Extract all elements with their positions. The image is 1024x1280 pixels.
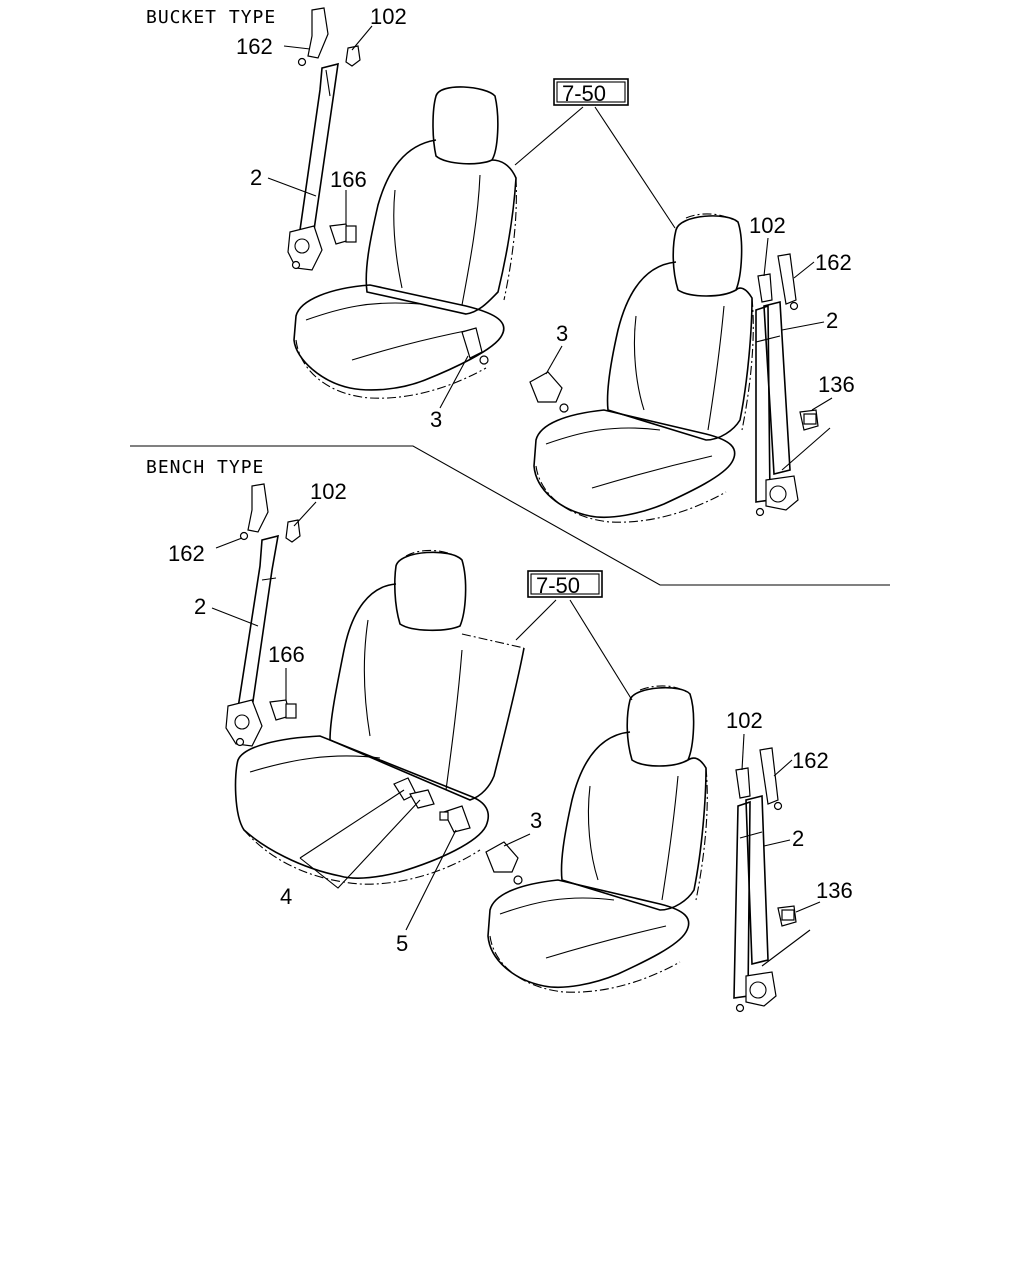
bench-right-seat bbox=[485, 685, 708, 993]
bucket-ref-leader-left bbox=[514, 106, 584, 166]
bench-ref-leader-left bbox=[515, 599, 557, 641]
section-divider-line bbox=[130, 445, 890, 586]
bench-ref-leader-right bbox=[569, 599, 633, 701]
bench-type-heading: BENCH TYPE bbox=[146, 457, 264, 478]
bucket-ref-leader-right bbox=[594, 106, 676, 229]
bucket-right-callouts: 102 162 2 136 3 bbox=[545, 213, 855, 471]
bucket-type-heading: BUCKET TYPE bbox=[146, 7, 276, 28]
svg-text:2: 2 bbox=[826, 308, 838, 333]
svg-text:162: 162 bbox=[236, 34, 273, 59]
svg-text:136: 136 bbox=[816, 878, 853, 903]
svg-text:3: 3 bbox=[430, 407, 442, 432]
svg-text:166: 166 bbox=[268, 642, 305, 667]
bucket-left-callouts: 162 102 2 166 3 bbox=[236, 4, 469, 432]
svg-text:3: 3 bbox=[530, 808, 542, 833]
bucket-right-belt-assembly bbox=[755, 253, 819, 517]
svg-text:162: 162 bbox=[168, 541, 205, 566]
svg-text:162: 162 bbox=[815, 250, 852, 275]
bench-left-callouts: 102 162 2 166 4 5 bbox=[168, 479, 457, 956]
bucket-right-seat bbox=[529, 213, 754, 523]
svg-text:2: 2 bbox=[250, 165, 262, 190]
bucket-seat-reference-box[interactable]: 7-50 bbox=[553, 78, 629, 106]
svg-text:7-50: 7-50 bbox=[562, 81, 606, 106]
svg-text:3: 3 bbox=[556, 321, 568, 346]
svg-text:4: 4 bbox=[280, 884, 292, 909]
svg-text:136: 136 bbox=[818, 372, 855, 397]
bench-right-belt-assembly bbox=[733, 747, 797, 1013]
svg-text:7-50: 7-50 bbox=[536, 573, 580, 598]
svg-text:5: 5 bbox=[396, 931, 408, 956]
bench-left-belt-assembly bbox=[225, 483, 301, 747]
svg-text:102: 102 bbox=[726, 708, 763, 733]
svg-text:2: 2 bbox=[194, 594, 206, 619]
svg-text:102: 102 bbox=[310, 479, 347, 504]
bench-right-callouts: 102 162 2 136 3 bbox=[503, 708, 853, 967]
svg-text:102: 102 bbox=[370, 4, 407, 29]
bucket-left-belt-assembly bbox=[287, 7, 361, 271]
svg-text:166: 166 bbox=[330, 167, 367, 192]
svg-text:102: 102 bbox=[749, 213, 786, 238]
svg-text:162: 162 bbox=[792, 748, 829, 773]
bucket-left-seat bbox=[293, 86, 517, 399]
bench-seat-reference-box[interactable]: 7-50 bbox=[527, 570, 603, 598]
svg-text:2: 2 bbox=[792, 826, 804, 851]
bench-left-seat bbox=[234, 549, 525, 885]
